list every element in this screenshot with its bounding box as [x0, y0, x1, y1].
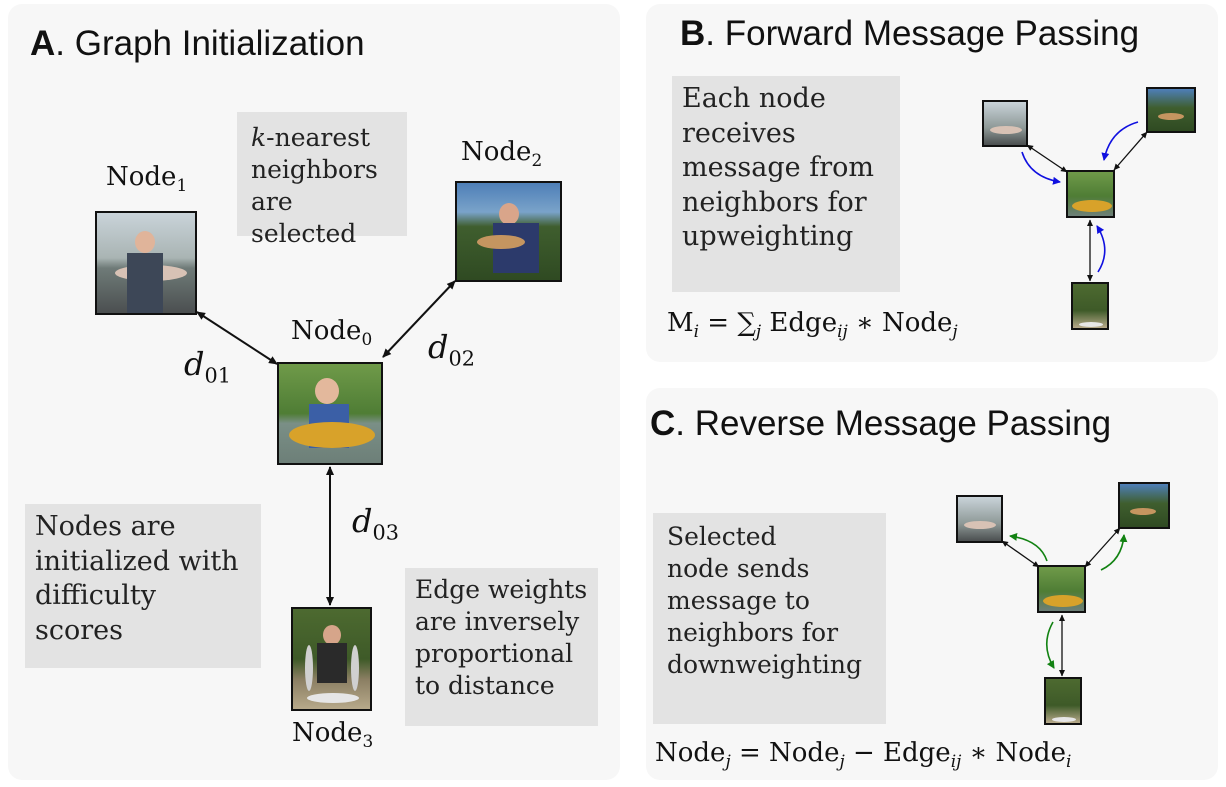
forward-edge-2 — [1113, 131, 1148, 171]
reverse-node3-photo — [1044, 677, 1082, 725]
reverse-node1-photo — [956, 495, 1003, 543]
node3-label: Node3 — [292, 718, 374, 752]
panel-b-title-text: . Forward Message Passing — [705, 14, 1140, 53]
person-icon — [135, 231, 155, 253]
panel-a-title-text: . Graph Initialization — [55, 24, 365, 63]
panel-a-letter: A — [30, 24, 56, 63]
reverse-message-arrow-1 — [1009, 532, 1048, 562]
forward-node3-photo — [1071, 282, 1109, 330]
node0-label: Node0 — [291, 316, 373, 350]
note-knn-text: -nearest neighbors are selected — [251, 123, 378, 248]
edge-d02 — [382, 280, 456, 358]
node0-photo — [277, 362, 383, 465]
distance-d03-label: d03 — [352, 502, 399, 545]
reverse-node2-photo — [1118, 482, 1170, 529]
edge-d01 — [196, 311, 278, 365]
panel-a-title: A. Graph Initialization — [30, 24, 365, 64]
node1-label: Node1 — [106, 162, 188, 196]
panel-c-letter: C — [650, 404, 676, 443]
reverse-message-arrow-3 — [1045, 621, 1055, 669]
note-reverse: Selected node sends message to neighbors… — [653, 513, 886, 724]
reverse-node0-photo — [1037, 565, 1086, 613]
note-edge-weights: Edge weights are inversely proportional … — [405, 568, 598, 726]
panel-c-title: C. Reverse Message Passing — [650, 404, 1111, 444]
forward-message-arrow-3 — [1096, 225, 1106, 273]
node2-label: Node2 — [461, 137, 543, 171]
forward-message-arrow-1 — [1021, 151, 1061, 185]
person-icon — [323, 625, 341, 645]
panel-b-title: B. Forward Message Passing — [680, 14, 1139, 54]
node2-photo — [455, 181, 562, 282]
note-forward: Each node receives message from neighbor… — [672, 76, 900, 292]
formula-reverse: Nodej = Nodej − Edgeij ∗ Nodei — [655, 738, 1072, 772]
forward-message-arrow-2 — [1101, 121, 1139, 161]
panel-c-title-text: . Reverse Message Passing — [675, 404, 1112, 443]
reverse-message-arrow-2 — [1100, 534, 1128, 571]
fish-icon — [477, 235, 525, 249]
note-knn: k-nearest neighbors are selected — [237, 112, 407, 248]
note-knn-k: k — [251, 123, 267, 152]
fish-icon — [289, 422, 375, 448]
reverse-edge-2 — [1084, 527, 1121, 568]
person-icon — [499, 203, 519, 225]
note-node-init: Nodes are initialized with difficulty sc… — [25, 504, 261, 668]
formula-forward: Mi = ∑j Edgeij ∗ Nodej — [667, 308, 958, 342]
person-icon — [315, 378, 339, 404]
fish-icon — [305, 645, 313, 691]
reverse-edge-1 — [1001, 540, 1040, 568]
node3-photo — [291, 607, 372, 711]
panel-b-letter: B — [680, 14, 706, 53]
node1-photo — [95, 211, 197, 315]
forward-node2-photo — [1146, 87, 1196, 133]
forward-node1-photo — [982, 100, 1028, 147]
forward-node0-photo — [1066, 170, 1115, 218]
forward-edge-1 — [1026, 144, 1068, 173]
